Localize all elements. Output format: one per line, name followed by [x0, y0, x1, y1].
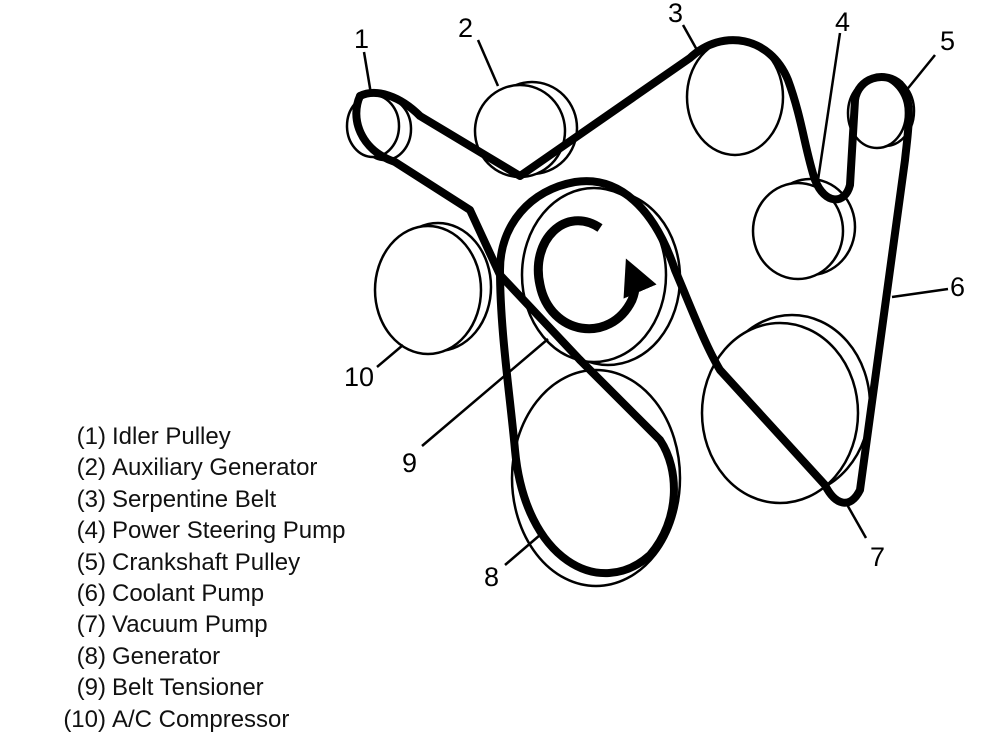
legend-item: (8)Generator	[44, 641, 345, 672]
callout-8: 8	[484, 562, 499, 592]
legend-number: (8)	[76, 642, 106, 670]
pulley-belt-tensioner	[520, 186, 682, 367]
leader-lines	[362, 24, 949, 566]
pulley-power-steering	[751, 177, 857, 281]
legend-item: (5)Crankshaft Pulley	[44, 547, 345, 578]
legend-label: Vacuum Pump	[112, 611, 268, 639]
callout-1: 1	[354, 24, 369, 54]
legend-item: (6)Coolant Pump	[44, 578, 345, 609]
legend-item: (9)Belt Tensioner	[44, 672, 345, 703]
legend-label: Auxiliary Generator	[112, 454, 318, 482]
legend-item: (2)Auxiliary Generator	[44, 452, 345, 483]
pulley-generator	[510, 368, 682, 588]
legend-number: (9)	[76, 674, 106, 702]
callout-2: 2	[458, 13, 473, 43]
legend-number: (10)	[63, 705, 106, 733]
callout-4: 4	[835, 7, 850, 37]
legend-number: (3)	[76, 485, 106, 513]
legend-item: (4)Power Steering Pump	[44, 515, 346, 546]
callout-7: 7	[870, 542, 885, 572]
legend-number: (6)	[76, 579, 106, 607]
legend-item: (3)Serpentine Belt	[44, 484, 345, 515]
legend-number: (1)	[76, 423, 106, 450]
legend-item: (7)Vacuum Pump	[44, 609, 345, 640]
callout-5: 5	[940, 26, 955, 56]
legend-number: (4)	[76, 517, 106, 545]
serpentine-belt-return	[352, 92, 584, 364]
rotation-arrow-icon	[533, 216, 657, 334]
callout-3: 3	[668, 0, 683, 28]
legend: (1)Idler Pulley (2)Auxiliary Generator (…	[44, 421, 345, 735]
legend-label: Idler Pulley	[112, 423, 231, 450]
pulley-vacuum	[700, 313, 872, 505]
legend-label: Generator	[112, 642, 221, 670]
callout-10: 10	[344, 362, 374, 392]
legend-label: Crankshaft Pulley	[112, 548, 301, 576]
legend-number: (2)	[76, 454, 106, 482]
callout-6: 6	[950, 272, 965, 302]
legend-label: A/C Compressor	[112, 705, 290, 733]
legend-label: Serpentine Belt	[112, 485, 277, 513]
callout-9: 9	[402, 448, 417, 478]
legend-number: (7)	[76, 611, 106, 639]
serpentine-belt	[356, 36, 913, 578]
legend-item: (10)A/C Compressor	[44, 704, 345, 735]
legend-label: Belt Tensioner	[112, 674, 264, 702]
pulley-auxiliary-generator	[473, 80, 579, 179]
legend-item: (1)Idler Pulley	[44, 421, 345, 452]
legend-label: Coolant Pump	[112, 579, 265, 607]
legend-number: (5)	[76, 548, 106, 576]
pulley-ac-compressor	[373, 221, 493, 356]
legend-label: Power Steering Pump	[112, 517, 346, 545]
